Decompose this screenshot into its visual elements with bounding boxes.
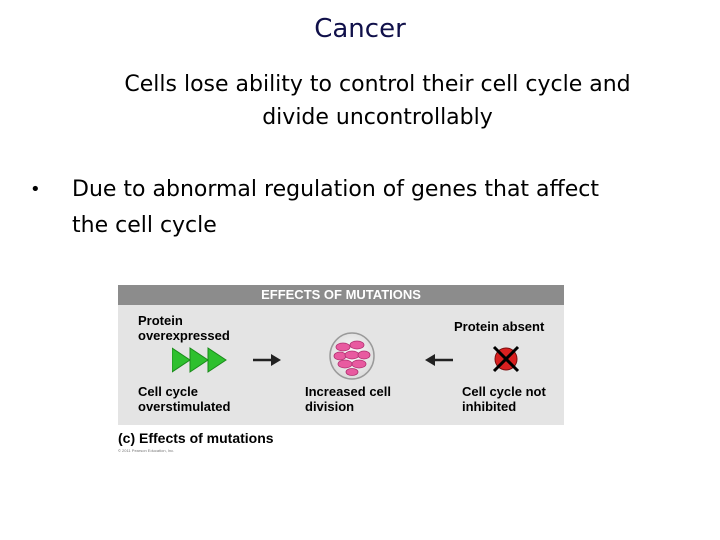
label-increased-cell-division: Increased cell division bbox=[305, 384, 391, 414]
slide-subtitle: Cells lose ability to control their cell… bbox=[110, 68, 645, 134]
label-line: Protein bbox=[138, 313, 183, 328]
label-cell-cycle-not-inhibited: Cell cycle not inhibited bbox=[462, 384, 546, 414]
label-line: overexpressed bbox=[138, 328, 230, 343]
bullet-symbol: • bbox=[30, 179, 41, 200]
label-protein-overexpressed: Protein overexpressed bbox=[138, 313, 230, 343]
subtitle-line-2: divide uncontrollably bbox=[262, 105, 493, 130]
bullet-line-1: Due to abnormal regulation of genes that… bbox=[72, 177, 599, 202]
label-line: Increased cell bbox=[305, 384, 391, 399]
subtitle-line-1: Cells lose ability to control their cell… bbox=[124, 72, 631, 97]
label-line: overstimulated bbox=[138, 399, 231, 414]
triple-green-arrow-icon bbox=[172, 347, 227, 373]
bullet-point: • Due to abnormal regulation of genes th… bbox=[30, 172, 670, 244]
right-arrow-icon bbox=[253, 354, 281, 366]
label-line: inhibited bbox=[462, 399, 517, 414]
slide-title: Cancer bbox=[314, 14, 406, 44]
figure-header-text: EFFECTS OF MUTATIONS bbox=[261, 287, 421, 302]
figure-caption: (c) Effects of mutations bbox=[118, 430, 274, 446]
figure-header-bar bbox=[118, 285, 564, 305]
absent-protein-x-icon bbox=[492, 345, 520, 373]
bullet-line-2: the cell cycle bbox=[72, 213, 217, 238]
figure-copyright: © 2011 Pearson Education, Inc. bbox=[118, 448, 175, 453]
dividing-cell-icon bbox=[329, 332, 375, 380]
label-line: division bbox=[305, 399, 355, 414]
label-line: Cell cycle not bbox=[462, 384, 546, 399]
label-cell-cycle-overstimulated: Cell cycle overstimulated bbox=[138, 384, 230, 414]
left-arrow-icon bbox=[425, 354, 453, 366]
label-protein-absent: Protein absent bbox=[454, 319, 545, 334]
label-line: Cell cycle bbox=[138, 384, 198, 399]
